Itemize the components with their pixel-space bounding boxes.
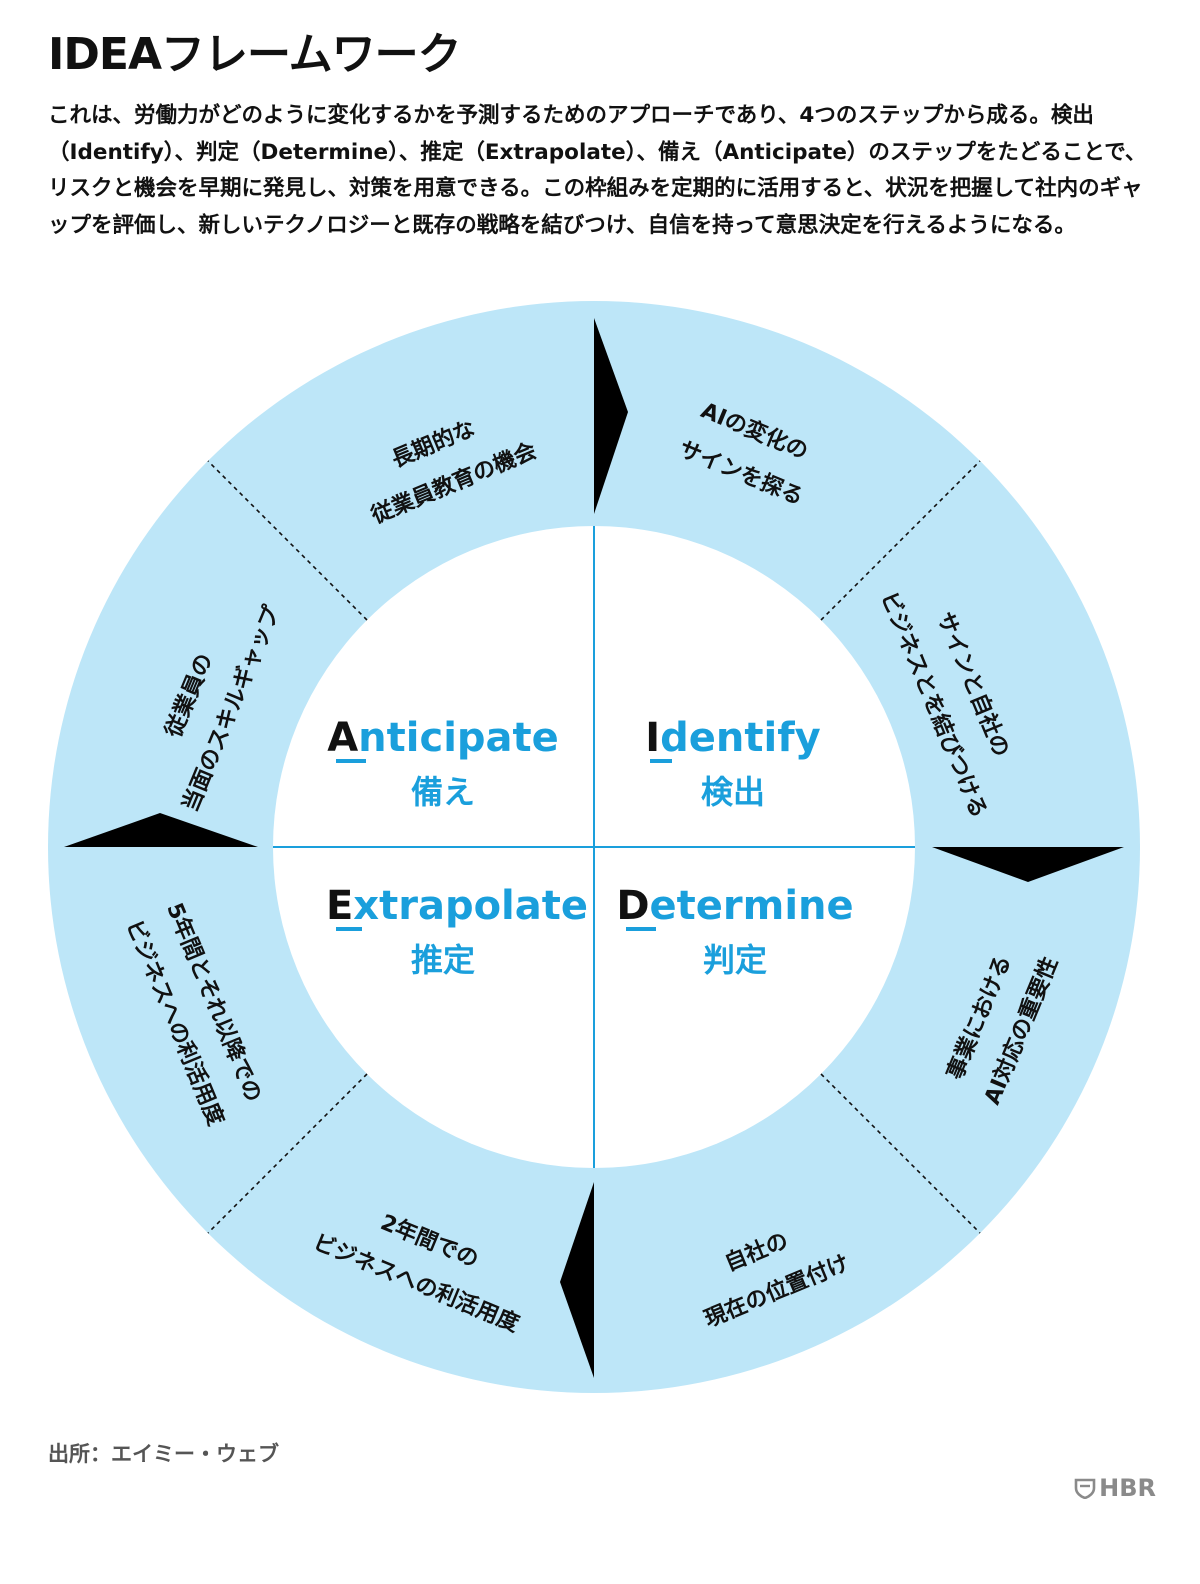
arrow-top-icon: [594, 318, 628, 514]
arrow-right-icon: [932, 847, 1124, 882]
dashed-divider-se: [820, 1073, 981, 1234]
extrapolate-initial-underline: [336, 927, 362, 931]
dashed-divider-sw: [207, 1073, 368, 1234]
dashed-divider-nw: [207, 460, 368, 621]
intro-paragraph: これは、労働力がどのように変化するかを予測するためのアプローチであり、4つのステ…: [48, 103, 1147, 238]
step-extrapolate-ja: 推定: [411, 941, 475, 979]
dashed-divider-ne: [820, 460, 981, 621]
page-title: IDEAフレームワーク: [48, 29, 462, 80]
step-determine-ja: 判定: [703, 941, 767, 979]
step-identify-ja: 検出: [701, 773, 765, 811]
arrow-bottom-icon: [560, 1182, 594, 1378]
determine-initial-underline: [626, 927, 656, 931]
step-identify-title: Identify: [645, 715, 820, 761]
anticipate-initial-underline: [336, 759, 366, 763]
step-extrapolate-title: Extrapolate: [326, 883, 588, 929]
shield-icon: [1074, 1478, 1096, 1499]
arrow-left-icon: [64, 813, 258, 847]
brand-text: HBR: [1099, 1474, 1156, 1502]
source-credit: 出所：エイミー・ウェブ: [48, 1442, 279, 1466]
step-anticipate-ja: 備え: [411, 773, 475, 811]
step-anticipate-title: Anticipate: [327, 715, 559, 761]
step-determine-title: Determine: [616, 883, 853, 929]
hbr-logo: HBR: [1074, 1474, 1156, 1502]
identify-initial-underline: [650, 759, 672, 763]
